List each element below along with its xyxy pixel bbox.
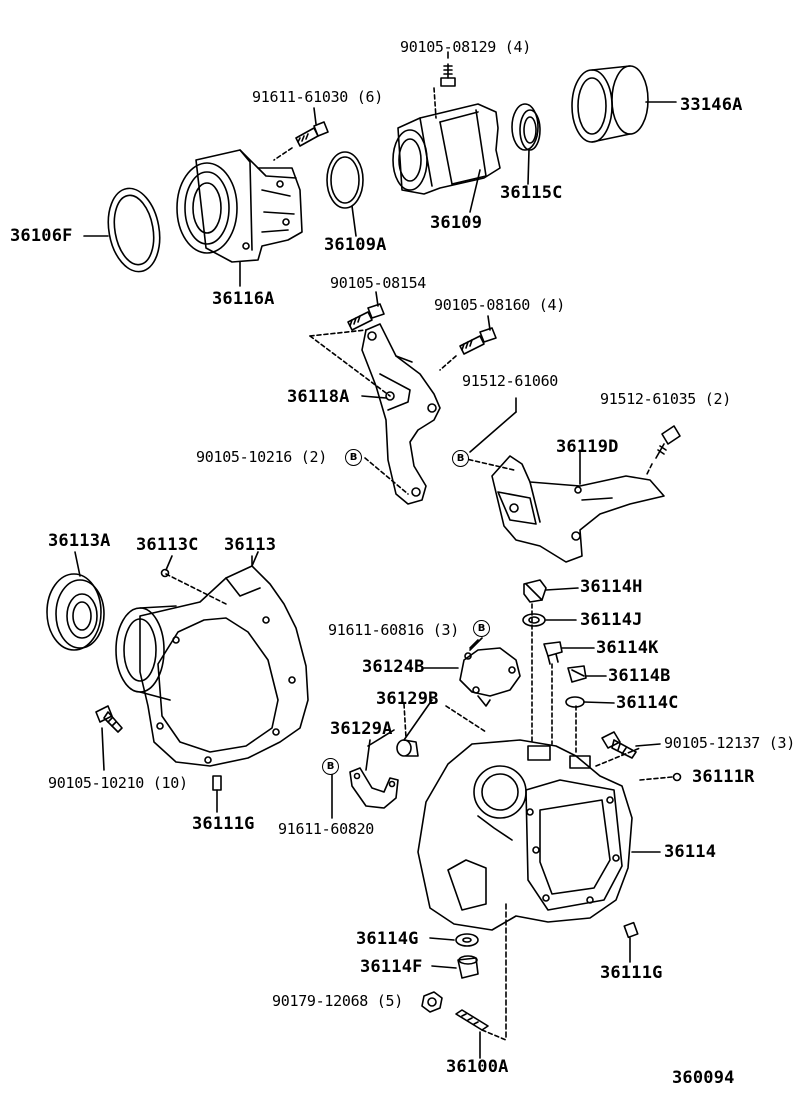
leader-36113C [165, 555, 173, 571]
reference-badge: B [322, 758, 339, 775]
reference-badge: B [473, 620, 490, 637]
part-label: 36111G [600, 963, 663, 983]
part-label: 36114K [596, 638, 659, 658]
leader-91611-60816 [469, 637, 483, 651]
part-label: 33146A [680, 95, 743, 115]
catalog-number: 360094 [672, 1068, 735, 1088]
part-label: 36114F [360, 957, 423, 977]
bolt-90105-10210 [95, 705, 123, 771]
bolt-90105-12137 [595, 731, 661, 767]
parts-diagram: 90105-08129 (4) 33146A 91611-61030 (6) 3… [10, 38, 795, 1088]
part-label: 36113C [136, 535, 199, 555]
plug-36114H [523, 579, 579, 603]
leader-36129B [403, 699, 433, 741]
bushing-36129B [396, 703, 419, 757]
part-label: 36113A [48, 531, 111, 551]
stud-36100A [455, 1009, 507, 1059]
bolt-91611-61030 [273, 107, 329, 161]
part-label: 36113 [224, 535, 277, 555]
part-label: 90105-12137 (3) [664, 734, 795, 752]
part-label: 90105-08160 (4) [434, 296, 565, 314]
part-label: 90105-10216 (2) [196, 448, 327, 466]
part-label: 90179-12068 (5) [272, 992, 403, 1010]
dowel-36111G-left [212, 775, 222, 813]
part-label: 36114G [356, 929, 419, 949]
clamp-36129A [349, 739, 399, 809]
part-label: 36129B [376, 689, 439, 709]
part-label: 36109 [430, 213, 483, 233]
part-label: 36114C [616, 693, 679, 713]
nut-90179-12068 [421, 991, 443, 1013]
leader-36129A [367, 729, 395, 747]
bolt-90105-08129 [433, 51, 456, 119]
part-label: 36114J [580, 610, 643, 630]
sleeve-33146A [571, 65, 677, 143]
o-ring-36109A [326, 151, 364, 237]
part-label: 36129A [330, 719, 393, 739]
part-label: 91611-60820 [278, 820, 375, 838]
diagram-artwork [46, 51, 682, 1059]
part-label: 36106F [10, 226, 73, 246]
transfer-case-36113 [115, 555, 309, 767]
bracket-36118A [309, 323, 441, 505]
part-label: 36114H [580, 577, 643, 597]
plug-36114K [543, 641, 595, 745]
part-label: 36119D [556, 437, 619, 457]
part-label: 36115C [500, 183, 563, 203]
bolt-91512-61035 [645, 425, 681, 477]
part-label: 36118A [287, 387, 350, 407]
part-label: 36114 [664, 842, 717, 862]
leader-36113 [251, 551, 259, 567]
part-label: 36124B [362, 657, 425, 677]
bolt-90105-08154 [347, 291, 385, 331]
part-label: 91512-61035 (2) [600, 390, 731, 408]
part-label: 36116A [212, 289, 275, 309]
adapter-36109 [392, 103, 501, 213]
bearing-36113A [46, 551, 105, 651]
o-ring-36106F [107, 187, 161, 273]
dowel-36111G-right [623, 921, 639, 963]
part-label: 36114B [608, 666, 671, 686]
part-label: 90105-10210 (10) [48, 774, 188, 792]
part-label: 36111G [192, 814, 255, 834]
gasket-36114J [522, 613, 577, 627]
gasket-36114G [429, 933, 479, 947]
reference-badge: B [345, 449, 362, 466]
plug-36113C [160, 568, 170, 578]
transfer-case-36114 [417, 705, 633, 1041]
cover-36124B [459, 639, 521, 707]
seal-36115C [511, 103, 541, 185]
plug-36114F [431, 955, 479, 979]
part-label: 36109A [324, 235, 387, 255]
reference-badge: B [452, 450, 469, 467]
extension-housing-36116A [176, 149, 303, 287]
part-label: 36100A [446, 1057, 509, 1077]
part-label: 91611-61030 (6) [252, 88, 383, 106]
part-label: 36111R [692, 767, 755, 787]
plug-36111R [639, 772, 682, 782]
part-label: 91611-60816 (3) [328, 621, 459, 639]
part-label: 91512-61060 [462, 372, 559, 390]
part-label: 90105-08129 (4) [400, 38, 531, 56]
bracket-36119D [461, 397, 665, 563]
bolt-90105-08160 [439, 315, 497, 371]
gasket-36114C [565, 696, 615, 755]
plug-36114B [567, 665, 607, 683]
part-label: 90105-08154 [330, 274, 427, 292]
